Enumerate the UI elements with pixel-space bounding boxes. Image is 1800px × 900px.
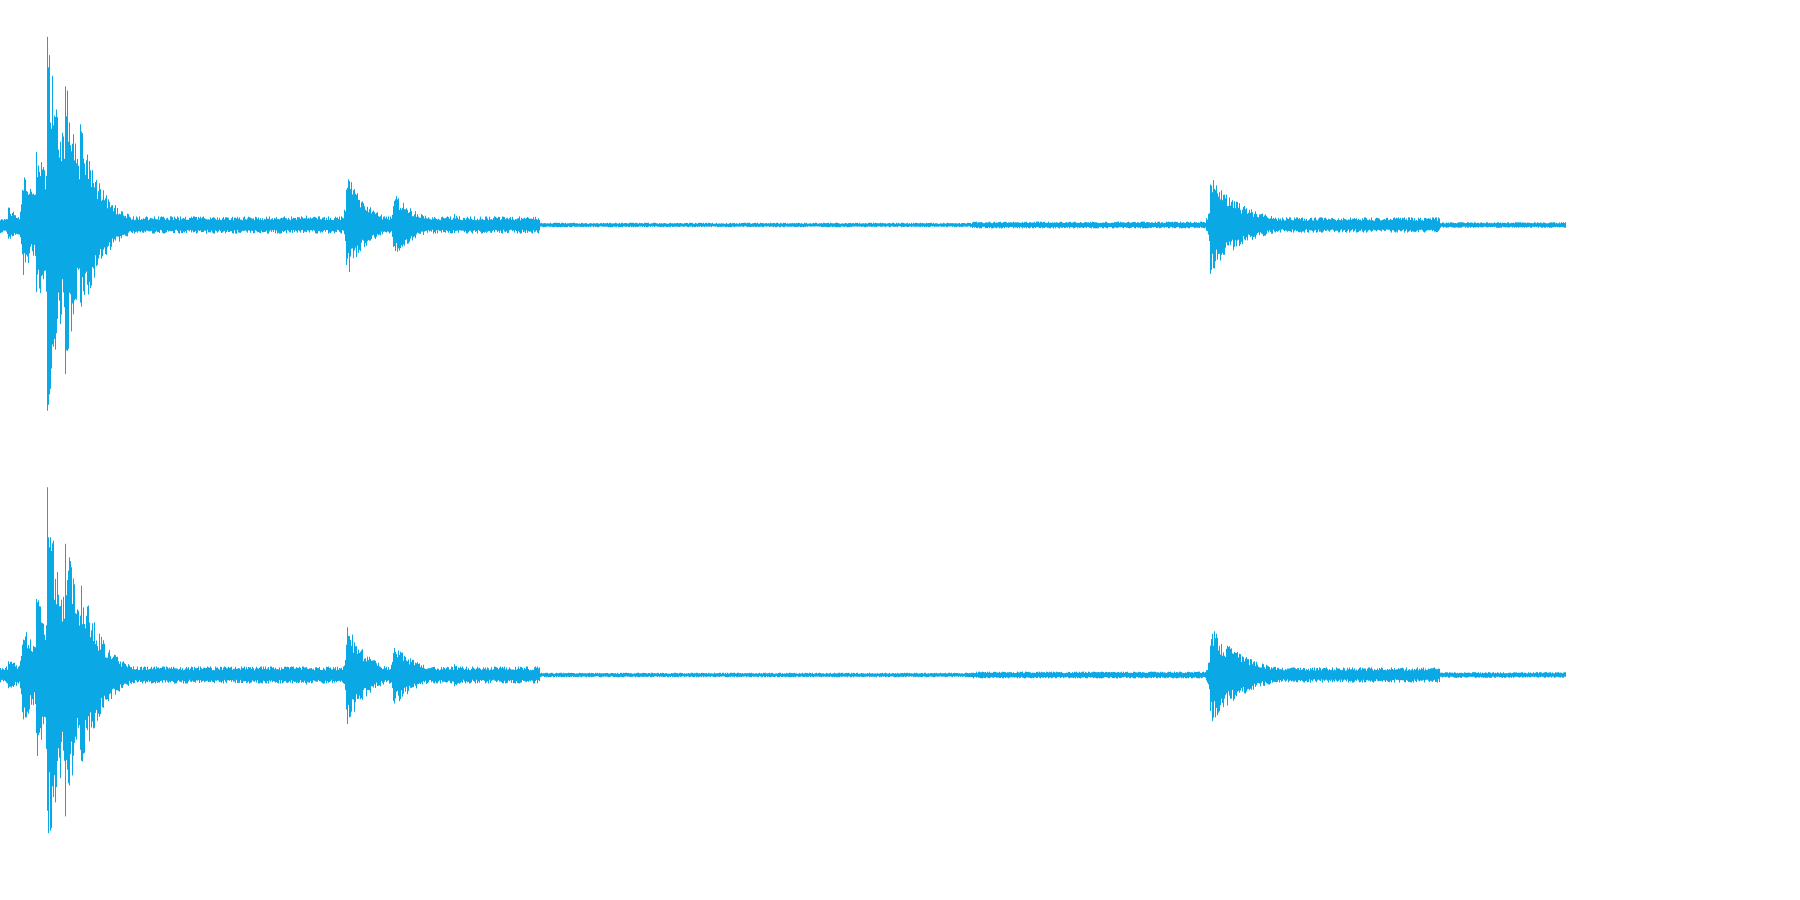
waveform-trace-right	[0, 487, 1566, 834]
waveform-trace-left	[0, 36, 1566, 411]
waveform-channel-right	[0, 487, 1566, 834]
waveform-channel-left	[0, 36, 1566, 411]
